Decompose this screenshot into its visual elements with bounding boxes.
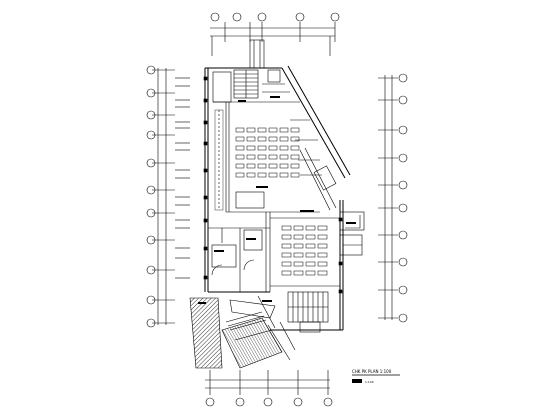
desk (317, 252, 328, 258)
room-tags (198, 96, 356, 304)
desk (293, 225, 304, 231)
desk (293, 243, 304, 249)
desk (281, 252, 292, 258)
desk (279, 172, 289, 178)
desk (317, 243, 328, 249)
desk (281, 225, 292, 231)
left-dimension-lines (152, 68, 175, 325)
desk (317, 234, 328, 240)
lower-partitions (208, 212, 340, 292)
desk (317, 270, 328, 276)
desk (279, 127, 289, 133)
desk (305, 234, 316, 240)
desk (268, 145, 278, 151)
desk (279, 163, 289, 169)
desk (279, 136, 289, 142)
top-axis-bubbles (210, 12, 340, 22)
desk (246, 145, 256, 151)
desk-grid-upper (235, 127, 300, 178)
desk (246, 127, 256, 133)
lower-ramp (225, 295, 296, 361)
hatched-retaining-walls (189, 297, 283, 369)
desk (235, 127, 245, 133)
desk (290, 136, 300, 142)
desk (305, 261, 316, 267)
bottom-axis-bubbles (205, 397, 333, 407)
desk (305, 243, 316, 249)
right-axis-bubbles (398, 73, 408, 323)
desk (290, 127, 300, 133)
desk (281, 270, 292, 276)
desk (235, 136, 245, 142)
desk (305, 225, 316, 231)
desk (268, 136, 278, 142)
desk (290, 172, 300, 178)
desk (290, 154, 300, 160)
desk (290, 163, 300, 169)
desk (257, 145, 267, 151)
desk (257, 136, 267, 142)
drawing-caption: CHK PK PLAN 1:100 (352, 369, 392, 374)
left-grid-stubs (175, 77, 190, 279)
desk (305, 252, 316, 258)
desk (317, 225, 328, 231)
desk (246, 136, 256, 142)
desk (281, 234, 292, 240)
desk (279, 145, 289, 151)
desk-grid-lower (281, 225, 328, 276)
desk (235, 163, 245, 169)
desk (246, 163, 256, 169)
desk (293, 252, 304, 258)
south-stair-core (287, 291, 329, 333)
desk (257, 163, 267, 169)
title-block: CHK PK PLAN 1:100 1:100 (352, 369, 400, 384)
desk (281, 243, 292, 249)
desk (246, 154, 256, 160)
exterior-walls (204, 65, 351, 331)
scale-note: 1:100 (365, 380, 374, 384)
north-stair-core (233, 39, 265, 99)
desk (246, 172, 256, 178)
desk (257, 154, 267, 160)
desk (317, 261, 328, 267)
top-dimension-lines (210, 22, 336, 56)
desk (268, 163, 278, 169)
desk (268, 127, 278, 133)
desk (290, 145, 300, 151)
desk (235, 172, 245, 178)
angled-corridor (290, 119, 337, 211)
desk (279, 154, 289, 160)
desk (293, 234, 304, 240)
desk (305, 270, 316, 276)
desk (268, 154, 278, 160)
desk (257, 172, 267, 178)
upper-partitions (212, 69, 320, 213)
desk (235, 145, 245, 151)
structural-columns (203, 76, 343, 294)
desk (281, 261, 292, 267)
desk (235, 154, 245, 160)
left-axis-bubbles (146, 65, 156, 328)
east-annex (339, 211, 365, 256)
desk (293, 261, 304, 267)
desk (268, 172, 278, 178)
right-dimension-lines (378, 75, 398, 320)
desk (257, 127, 267, 133)
desk (293, 270, 304, 276)
bottom-dimension-lines (205, 370, 330, 395)
